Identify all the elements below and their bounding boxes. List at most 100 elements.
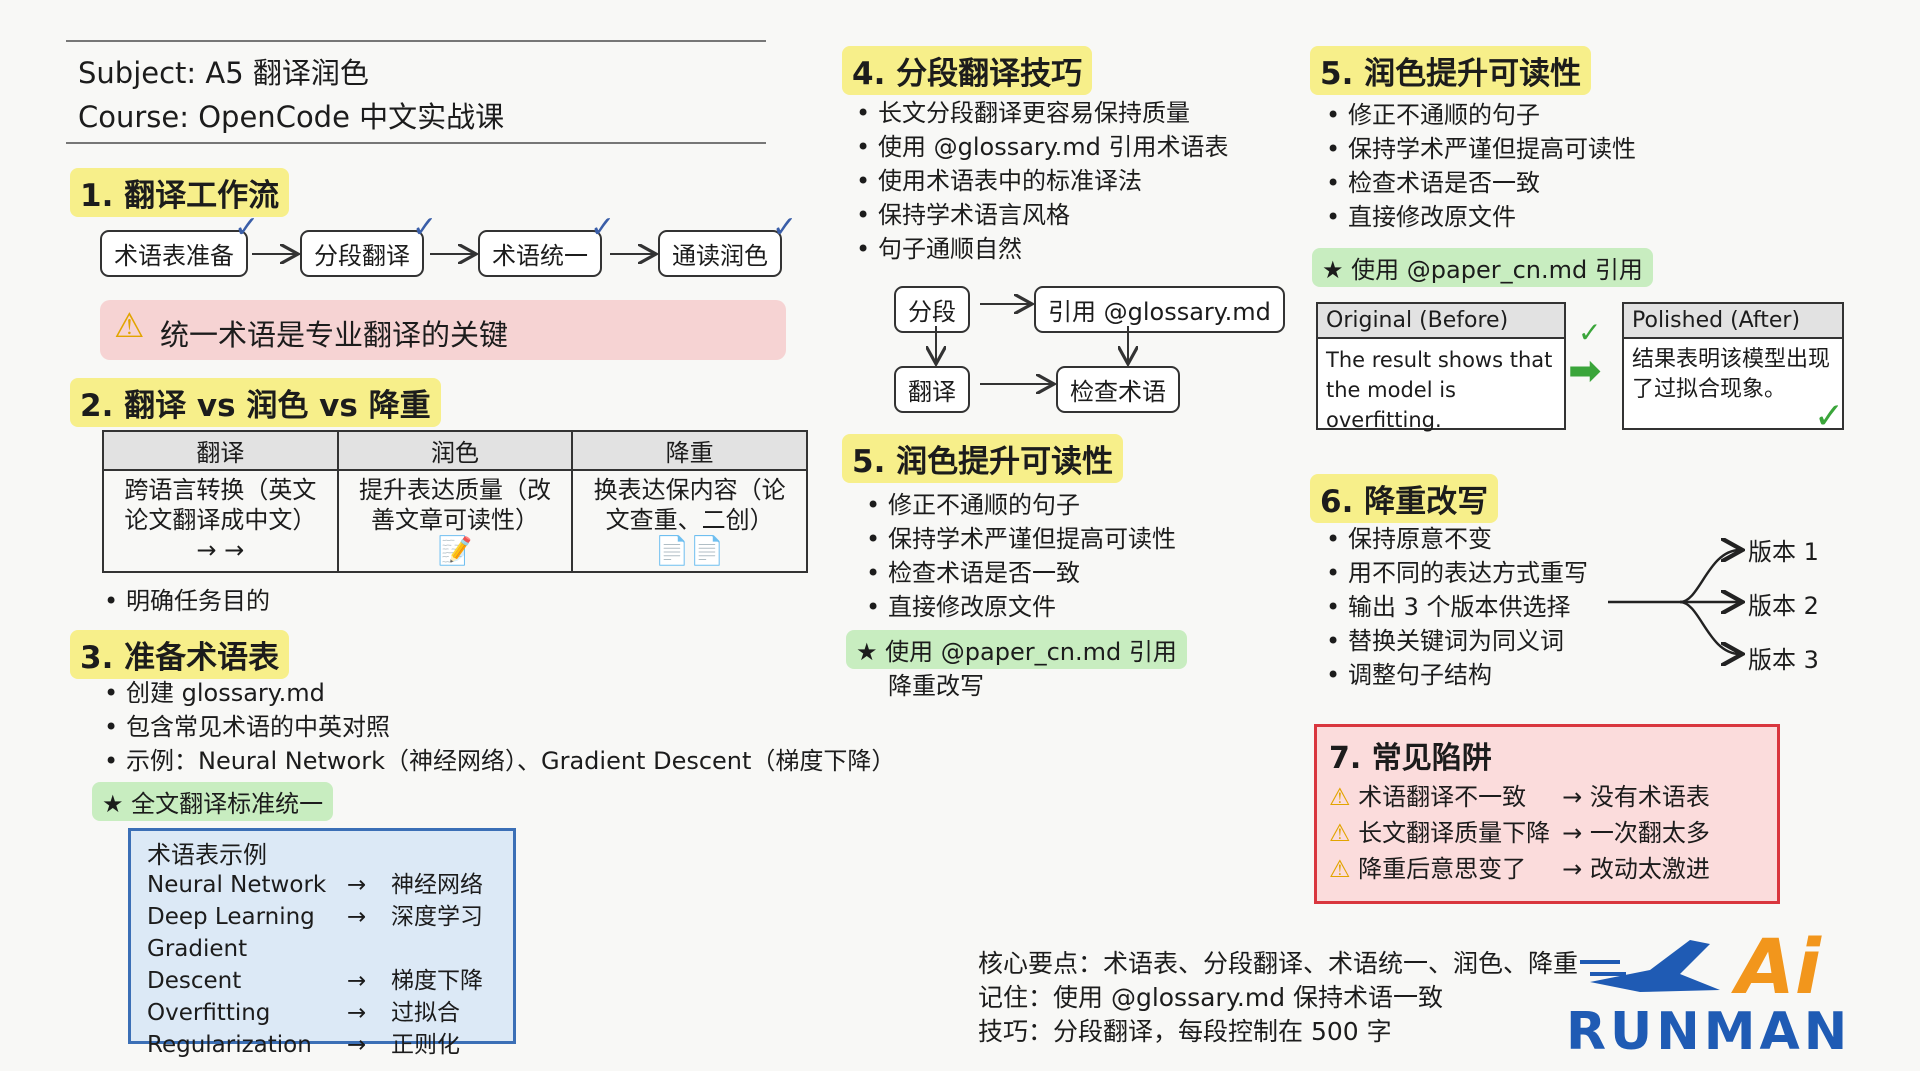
workflow-step-4: 通读润色 (658, 230, 782, 277)
workflow-step-3: 术语统一 (478, 230, 602, 277)
after-card-text: 结果表明该模型出现了过拟合现象。 (1632, 347, 1831, 402)
table-cell-rewrite: 换表达保内容（论文查重、二创） (593, 476, 786, 534)
course-line: Course: OpenCode 中文实战课 (78, 100, 505, 134)
header-top-rule (66, 40, 766, 42)
section-3-bullets: 创建 glossary.md 包含常见术语的中英对照 示例：Neural Net… (100, 676, 895, 778)
term-zh: 过拟合 (391, 1000, 460, 1026)
version-2-label: 版本 2 (1748, 592, 1819, 620)
arrow-icon: → (347, 1032, 367, 1058)
summary-line-2: 记住：使用 @glossary.md 保持术语一致 (978, 983, 1444, 1012)
pitfall-issue: 术语翻译不一致 (1358, 783, 1527, 811)
term-zh: 神经网络 (391, 872, 483, 898)
warning-icon: ⚠ (1329, 819, 1351, 847)
arrow-icon: → (347, 904, 367, 930)
check-icon: ✓ (590, 210, 616, 245)
section-3-star-note: ★ 全文翻译标准统一 (92, 782, 334, 821)
list-item: 保持学术严谨但提高可读性 (862, 522, 1176, 556)
before-card-text: The result shows that the model is overf… (1326, 348, 1553, 432)
before-card-title: Original (Before) (1318, 304, 1564, 339)
pitfall-cause: → 没有术语表 (1562, 783, 1710, 811)
translate-arrows: → → (196, 536, 245, 564)
section-5-star-note: ★ 使用 @paper_cn.md 引用 (1312, 248, 1653, 287)
after-card-title: Polished (After) (1624, 304, 1842, 339)
term-zh: 深度学习 (391, 904, 483, 930)
logo-runman-text: RUNMAN (1566, 1002, 1852, 1062)
list-item: 检查术语是否一致 (1322, 166, 1636, 200)
list-item: 长文分段翻译更容易保持质量 (852, 96, 1228, 130)
pitfall-issue: 降重后意思变了 (1358, 855, 1527, 883)
section-5-mid-star-note: ★ 使用 @paper_cn.md 引用 (846, 630, 1187, 669)
summary-line-3: 技巧：分段翻译，每段控制在 500 字 (978, 1017, 1392, 1046)
version-3-label: 版本 3 (1748, 646, 1819, 674)
section-3-title: 3. 准备术语表 (70, 630, 290, 679)
check-icon: ✓ (772, 210, 798, 245)
list-item: 使用术语表中的标准译法 (852, 164, 1228, 198)
arrow-icon: → (347, 872, 367, 898)
table-header-translate: 翻译 (102, 430, 339, 471)
list-item: 修正不通顺的句子 (862, 488, 1176, 522)
flow-node-translate: 翻译 (894, 366, 970, 413)
after-card: Polished (After) 结果表明该模型出现了过拟合现象。 (1622, 302, 1844, 430)
documents-icon: 📄📄 (654, 534, 725, 567)
list-item: 明确任务目的 (100, 584, 270, 618)
section-5-mid-extra: 降重改写 (888, 672, 984, 700)
section-7-title: 7. 常见陷阱 (1329, 741, 1492, 776)
list-item: 修正不通顺的句子 (1322, 98, 1636, 132)
section-6-title: 6. 降重改写 (1310, 474, 1499, 523)
glossary-example-title: 术语表示例 (147, 841, 267, 869)
section-4-title: 4. 分段翻译技巧 (842, 46, 1093, 95)
term-zh: 正则化 (391, 1032, 460, 1058)
section-5-bullets: 修正不通顺的句子 保持学术严谨但提高可读性 检查术语是否一致 直接修改原文件 (1322, 98, 1636, 234)
document-pen-icon: 📝 (437, 534, 473, 567)
term-en: Overfitting (147, 1000, 271, 1026)
workflow-step-2: 分段翻译 (300, 230, 424, 277)
subject-line: Subject: A5 翻译润色 (78, 56, 369, 90)
section-4-bullets: 长文分段翻译更容易保持质量 使用 @glossary.md 引用术语表 使用术语… (852, 96, 1228, 266)
warning-icon: ⚠ (1329, 783, 1351, 811)
summary-line-1: 核心要点：术语表、分段翻译、术语统一、润色、降重 (978, 949, 1579, 978)
list-item: 替换关键词为同义词 (1322, 624, 1588, 658)
section-5-title: 5. 润色提升可读性 (1310, 46, 1592, 95)
workflow-arrows (252, 0, 820, 300)
list-item: 创建 glossary.md (100, 676, 895, 710)
list-item: 使用 @glossary.md 引用术语表 (852, 130, 1228, 164)
term-en: Neural Network (147, 872, 327, 898)
pitfall-cause: → 改动太激进 (1562, 855, 1710, 883)
header-bottom-rule (66, 142, 766, 144)
check-icon: ✓ (1814, 396, 1845, 437)
flow-arrows (880, 280, 1260, 420)
section-1-title: 1. 翻译工作流 (70, 168, 290, 217)
check-icon: ✓ (1578, 316, 1602, 349)
table-cell-translate: 跨语言转换（英文论文翻译成中文） (124, 476, 317, 534)
term-en: Gradient Descent (147, 936, 248, 994)
version-1-label: 版本 1 (1748, 538, 1819, 566)
key-warning-text: 统一术语是专业翻译的关键 (160, 318, 509, 352)
runner-icon (1580, 940, 1720, 992)
arrow-icon: → (347, 1000, 367, 1026)
table-header-polish: 润色 (336, 430, 574, 471)
list-item: 直接修改原文件 (862, 590, 1176, 624)
flow-node-segment: 分段 (894, 286, 970, 333)
warning-icon: ⚠ (114, 306, 145, 346)
pitfall-cause: → 一次翻太多 (1562, 819, 1710, 847)
check-icon: ✓ (412, 210, 438, 245)
section-5-mid-title: 5. 润色提升可读性 (842, 434, 1124, 483)
warning-icon: ⚠ (1329, 855, 1351, 883)
list-item: 输出 3 个版本供选择 (1322, 590, 1588, 624)
key-warning-banner: ⚠ 统一术语是专业翻译的关键 (100, 300, 786, 360)
runman-logo: Ai RUNMAN (1560, 922, 1880, 1062)
section-2-note: 明确任务目的 (100, 584, 270, 618)
list-item: 示例：Neural Network（神经网络）、Gradient Descent… (100, 744, 895, 778)
flow-node-check: 检查术语 (1056, 366, 1180, 413)
pitfalls-box: 7. 常见陷阱 ⚠ 术语翻译不一致 → 没有术语表 ⚠ 长文翻译质量下降 → 一次翻… (1314, 724, 1780, 904)
list-item: 保持原意不变 (1322, 522, 1588, 556)
table-cell-polish: 提升表达质量（改善文章可读性） (358, 476, 551, 534)
section-5-mid-bullets: 修正不通顺的句子 保持学术严谨但提高可读性 检查术语是否一致 直接修改原文件 (862, 488, 1176, 624)
pitfall-issue: 长文翻译质量下降 (1358, 819, 1551, 847)
list-item: 包含常见术语的中英对照 (100, 710, 895, 744)
list-item: 检查术语是否一致 (862, 556, 1176, 590)
list-item: 用不同的表达方式重写 (1322, 556, 1588, 590)
term-zh: 梯度下降 (391, 968, 483, 994)
list-item: 句子通顺自然 (852, 232, 1228, 266)
section-6-bullets: 保持原意不变 用不同的表达方式重写 输出 3 个版本供选择 替换关键词为同义词 … (1322, 522, 1588, 692)
